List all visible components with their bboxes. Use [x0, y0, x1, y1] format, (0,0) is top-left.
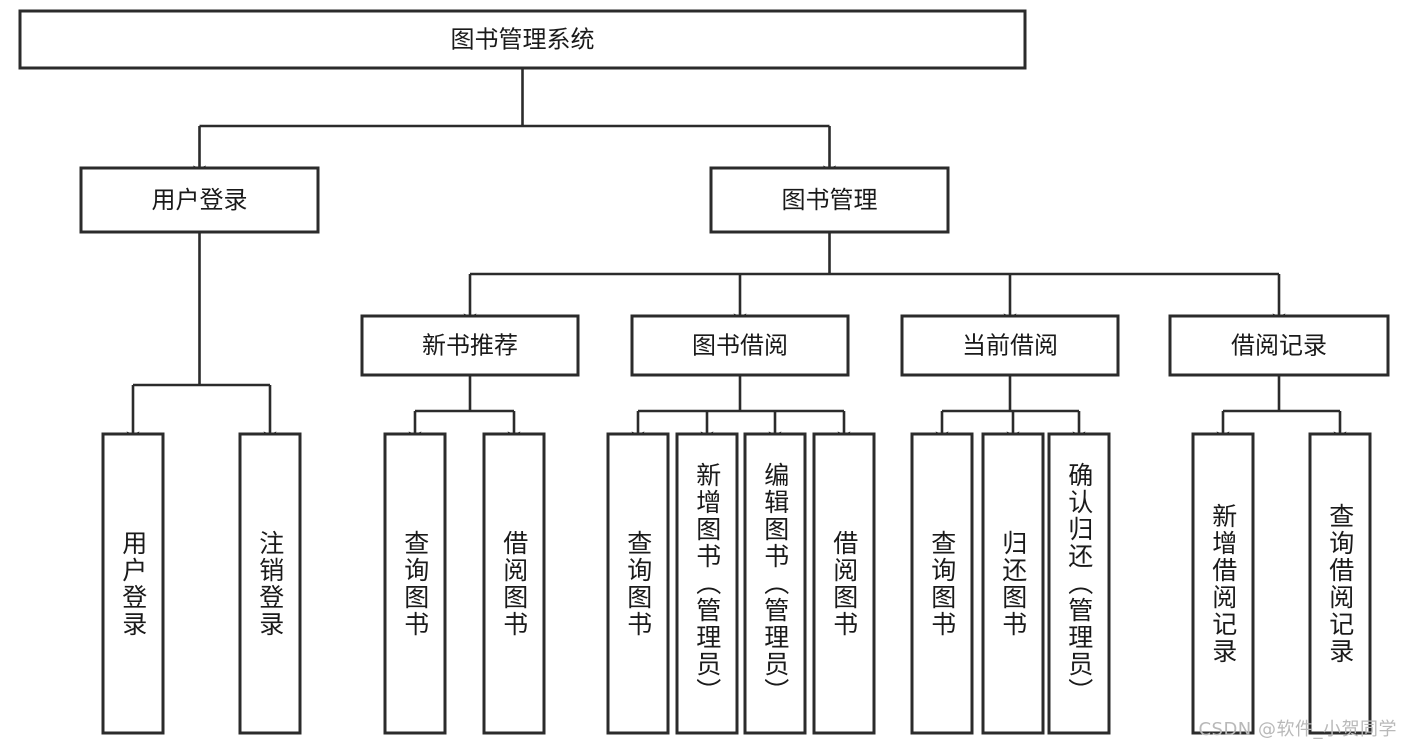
level2-node-1-box[interactable]	[709, 166, 950, 234]
leaf-node-9-box[interactable]	[981, 432, 1045, 735]
leaf-node-0-box[interactable]	[101, 432, 165, 735]
leaf-node-8-box[interactable]	[910, 432, 974, 735]
leaf-node-10-box[interactable]	[1047, 432, 1111, 735]
level3-node-2-box[interactable]	[900, 314, 1120, 377]
level3-node-1-box[interactable]	[630, 314, 850, 377]
boxes-layer	[18, 9, 1390, 735]
csdn-watermark: CSDN @软件_小贺同学	[1198, 719, 1397, 740]
level2-node-1-label: 图书管理	[782, 186, 878, 214]
level3-node-3-label: 借阅记录	[1231, 332, 1327, 360]
leaf-node-12-box[interactable]	[1308, 432, 1372, 735]
level3-node-0-label: 新书推荐	[422, 332, 518, 360]
leaf-node-4-box[interactable]	[606, 432, 670, 735]
level3-node-3-box[interactable]	[1168, 314, 1390, 377]
leaf-node-11-box[interactable]	[1191, 432, 1255, 735]
edges-layer	[126, 68, 1347, 443]
leaf-node-5-box[interactable]	[675, 432, 739, 735]
level2-node-0-box[interactable]	[79, 166, 320, 234]
leaf-node-7-box[interactable]	[812, 432, 876, 735]
leaf-node-1-box[interactable]	[238, 432, 302, 735]
level2-node-0-label: 用户登录	[152, 186, 248, 214]
leaf-node-6-box[interactable]	[743, 432, 807, 735]
level3-node-1-label: 图书借阅	[692, 332, 788, 360]
leaf-node-3-box[interactable]	[482, 432, 546, 735]
level3-node-2-label: 当前借阅	[962, 332, 1058, 360]
root-node-box[interactable]	[18, 9, 1027, 70]
level3-node-0-box[interactable]	[360, 314, 580, 377]
leaf-node-2-box[interactable]	[383, 432, 447, 735]
root-node-label: 图书管理系统	[451, 26, 595, 54]
